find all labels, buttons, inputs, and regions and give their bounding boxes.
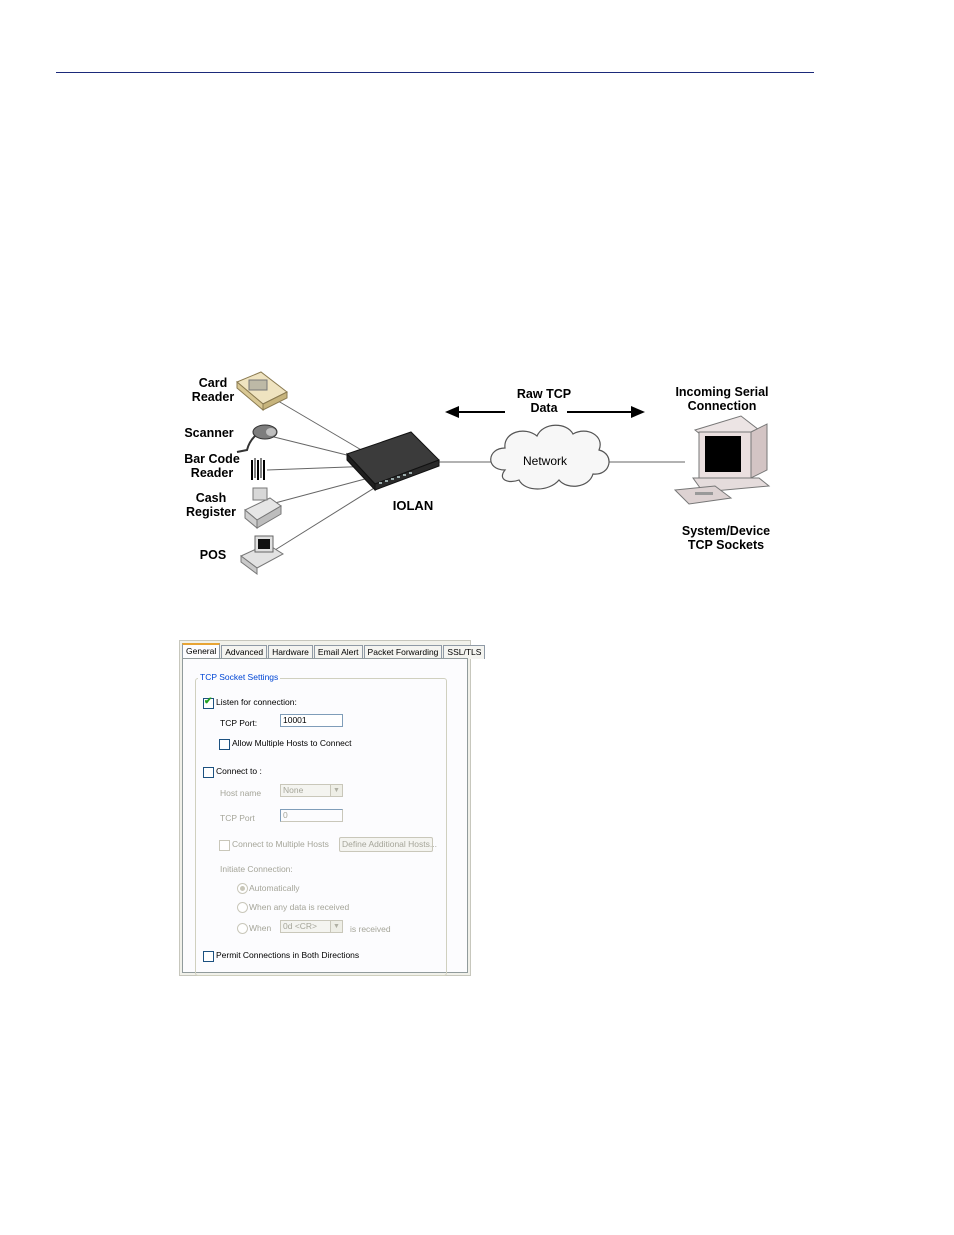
tab-strip: General Advanced Hardware Email Alert Pa… xyxy=(182,643,486,659)
listen-for-connection-label: Listen for connection: xyxy=(216,697,297,707)
connect-multiple-hosts-label: Connect to Multiple Hosts xyxy=(232,839,329,849)
tab-advanced[interactable]: Advanced xyxy=(221,645,268,659)
card-reader-icon xyxy=(236,371,288,412)
radio-automatically-label: Automatically xyxy=(249,883,300,893)
radio-when[interactable] xyxy=(237,923,248,934)
tab-ssl-tls[interactable]: SSL/TLS xyxy=(443,645,486,659)
connect-to-label: Connect to : xyxy=(216,766,262,776)
checkmark-icon: ✔ xyxy=(204,696,213,707)
scanner-icon xyxy=(236,424,278,453)
tab-email-alert[interactable]: Email Alert xyxy=(313,645,363,659)
tab-packet-forwarding[interactable]: Packet Forwarding xyxy=(363,645,443,659)
pos-label: POS xyxy=(199,548,227,562)
tcp-port-input[interactable]: 10001 xyxy=(280,714,343,727)
allow-multiple-hosts-checkbox[interactable] xyxy=(219,739,230,750)
when-select[interactable]: 0d <CR> ▼ xyxy=(280,920,343,933)
radio-any-data-label: When any data is received xyxy=(249,902,350,912)
group-title: TCP Socket Settings xyxy=(198,671,281,683)
is-received-label: is received xyxy=(350,924,391,934)
header-rule xyxy=(56,72,814,73)
define-additional-hosts-button[interactable]: Define Additional Hosts... xyxy=(339,837,437,852)
chevron-down-icon: ▼ xyxy=(330,921,342,932)
permit-both-directions-label: Permit Connections in Both Directions xyxy=(216,950,360,960)
pc-icon xyxy=(673,415,771,505)
tcp-socket-settings-group xyxy=(195,678,447,976)
diagram-graphics xyxy=(236,371,771,575)
raw-tcp-arrow xyxy=(445,406,645,418)
when-value: 0d <CR> xyxy=(283,921,318,931)
iolan-label: IOLAN xyxy=(392,498,434,513)
network-cloud-icon xyxy=(490,424,610,490)
chevron-down-icon: ▼ xyxy=(330,785,342,796)
network-label: Network xyxy=(522,454,567,468)
radio-when-label: When xyxy=(249,923,272,933)
barcode-icon xyxy=(251,458,265,480)
connect-multiple-hosts-checkbox[interactable] xyxy=(219,840,230,851)
general-tab-panel: TCP Socket Settings ✔ Listen for connect… xyxy=(182,658,468,976)
tab-hardware[interactable]: Hardware xyxy=(268,645,313,659)
listen-for-connection-checkbox[interactable]: ✔ xyxy=(203,696,214,709)
permit-both-directions-checkbox[interactable] xyxy=(203,951,214,962)
tcp-port2-input[interactable]: 0 xyxy=(280,809,343,822)
allow-multiple-hosts-label: Allow Multiple Hosts to Connect xyxy=(232,738,352,748)
initiate-connection-label: Initiate Connection: xyxy=(220,864,293,874)
scanner-label: Scanner xyxy=(184,426,234,440)
connect-to-checkbox[interactable] xyxy=(203,767,214,778)
iolan-device-icon xyxy=(346,431,440,492)
pos-icon xyxy=(240,535,284,575)
host-name-value: None xyxy=(283,785,304,795)
radio-any-data[interactable] xyxy=(237,902,248,913)
cash-register-icon xyxy=(244,487,282,530)
host-name-label: Host name xyxy=(220,788,262,798)
tcp-port2-label: TCP Port xyxy=(220,813,255,823)
host-name-select[interactable]: None ▼ xyxy=(280,784,343,797)
device-connection-lines xyxy=(266,397,685,551)
tab-general[interactable]: General xyxy=(182,643,221,659)
tcp-port-label: TCP Port: xyxy=(220,718,258,728)
serial-port-settings-dialog: General Advanced Hardware Email Alert Pa… xyxy=(179,640,486,976)
radio-automatically[interactable] xyxy=(237,883,248,894)
